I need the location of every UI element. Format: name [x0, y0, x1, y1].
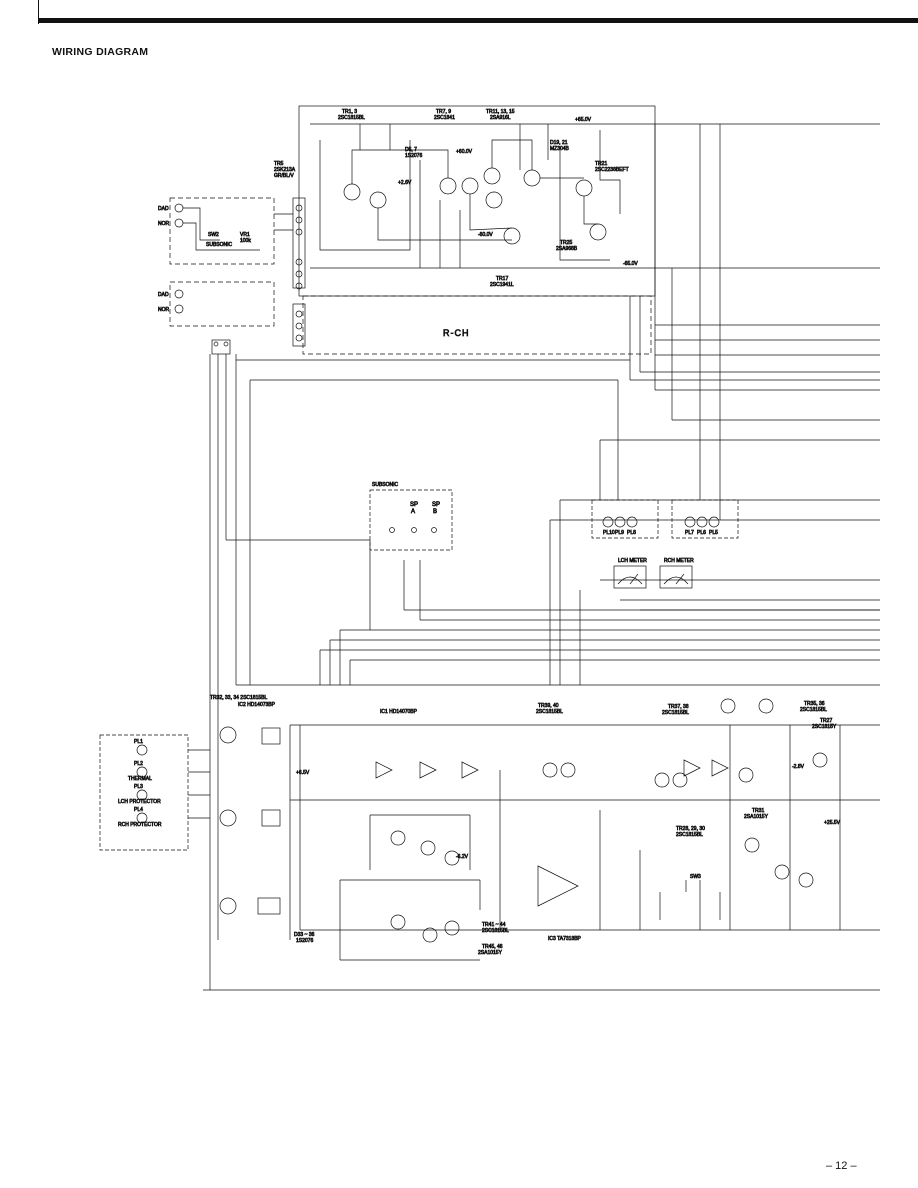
v-plus26: +2.6V	[398, 180, 412, 186]
pl1-label: PL1	[134, 739, 143, 745]
ic3-label: IC3 TA7318BP	[548, 936, 582, 942]
v-plus60: +60.0V	[456, 149, 473, 155]
input-block: DAD NOR DAD NOR SW2 SUBSONIC VR1 100k	[158, 197, 293, 355]
tr32-34-label: TR32, 33, 34 2SC1815BL	[210, 695, 267, 701]
thermal-label: THERMAL	[128, 776, 152, 782]
sw3-label: SW3	[690, 874, 701, 880]
tr7-9-label: TR7, 9	[436, 109, 451, 115]
tr5-part: 2SK213A	[274, 167, 296, 173]
tr37-38-label: TR37, 38	[668, 704, 689, 710]
sp-b-label-1: SP	[432, 502, 440, 508]
dad-label-1: DAD	[158, 206, 169, 212]
d5-7-label: D5, 7	[405, 147, 417, 153]
tr1-3-label: TR1, 3	[342, 109, 357, 115]
lch-protector-label: LCH PROTECTOR	[118, 799, 161, 805]
v-plus65-label: +6.5V	[296, 770, 310, 776]
pl2-label: PL2	[134, 761, 143, 767]
sp-out-6: PL5	[709, 530, 718, 536]
d33-36-part: 1S2076	[296, 938, 313, 944]
d33-36-label: D33 ~ 36	[294, 932, 315, 938]
rch-label: R-CH	[443, 328, 470, 338]
nor-label-1: NOR	[158, 221, 170, 227]
page-border-line	[38, 0, 39, 24]
tr45-46-part: 2SA1015Y	[478, 950, 503, 956]
speaker-switch-block: SUBSONIC SP A SP B	[369, 482, 453, 551]
tr11-15-label: TR11, 13, 15	[486, 109, 515, 115]
sp-a-label-1: SP	[410, 502, 418, 508]
tr35-36-label: TR35, 36	[804, 701, 825, 707]
v-plus255-label: +25.5V	[824, 820, 841, 826]
tr35-36-part: 2SC1815BL	[800, 707, 827, 713]
tr39-40-part: 2SC1815BL	[536, 709, 563, 715]
tr45-46-label: TR45, 46	[482, 944, 503, 950]
ic1-label: IC1 HD14070BP	[380, 709, 418, 715]
page-number: – 12 –	[826, 1160, 857, 1172]
v-minus60: -60.0V	[478, 232, 493, 238]
tr21-label: TR21	[595, 161, 607, 167]
tr17-part: 2SC1941L	[490, 282, 514, 288]
tr31-part: 2SA1015Y	[744, 814, 769, 820]
sp-b-label-2: B	[433, 509, 437, 515]
d5-7-part: 1S2076	[405, 153, 422, 159]
tr5-grade: GR/BL/V	[274, 173, 294, 179]
subsonic-switch-label: SUBSONIC	[206, 242, 233, 248]
level-meters: LCH METER RCH METER	[613, 558, 694, 589]
sp-a-label-2: A	[411, 509, 415, 515]
tr11-15-part: 2SA916L	[490, 115, 511, 121]
tr25-label: TR25	[560, 240, 572, 246]
sw2-label: SW2	[208, 232, 219, 238]
v-minus65: -65.0V	[623, 261, 638, 267]
sp-out-4: PL7	[685, 530, 694, 536]
v-minus28-label: -2.8V	[792, 764, 805, 770]
dad-label-2: DAD	[158, 292, 169, 298]
tr41-44-part: 2SC1815BL	[482, 928, 509, 934]
tr25-part: 2SA968B	[556, 246, 578, 252]
nor-label-2: NOR	[158, 307, 170, 313]
tr17-label: TR17	[496, 276, 508, 282]
d19-21-label: D19, 21	[550, 140, 568, 146]
page-title: WIRING DIAGRAM	[52, 46, 149, 58]
page-header-bar	[38, 18, 918, 23]
wire-harness	[203, 123, 880, 991]
tr21-part: 2SC2238BEFT	[595, 167, 629, 173]
protection-board	[99, 698, 880, 961]
v-plus65: +65.0V	[575, 117, 592, 123]
subsonic-label: SUBSONIC	[372, 482, 399, 488]
tr27-label: TR27	[820, 718, 832, 724]
sp-out-1: PL10	[603, 530, 615, 536]
protection-labels: TR32, 33, 34 2SC1815BL IC2 HD14073BP IC1…	[118, 695, 841, 957]
amplifier-board: R-CH TR1, 3 2SC1815BL T	[274, 105, 656, 355]
tr28-30-label: TR28, 29, 30	[676, 826, 705, 832]
tr1-3-part: 2SC1815BL	[338, 115, 365, 121]
pl3-label: PL3	[134, 784, 143, 790]
speaker-outputs: PL10 PL9 PL8 PL7 PL6 PL5	[591, 499, 739, 539]
tr28-30-part: 2SC1815BL	[676, 832, 703, 838]
v-minus62-label: -6.2V	[456, 854, 469, 860]
tr41-44-label: TR41 ~ 44	[482, 922, 506, 928]
tr5-label: TR5	[274, 161, 284, 167]
sp-out-2: PL9	[615, 530, 624, 536]
vr1-value: 100k	[240, 238, 251, 244]
tr27-part: 2SC1815Y	[812, 724, 837, 730]
lch-meter-label: LCH METER	[618, 558, 647, 564]
tr31-label: TR31	[752, 808, 764, 814]
sp-out-5: PL6	[697, 530, 706, 536]
d19-21-part: MZ304B	[550, 146, 570, 152]
rch-meter-label: RCH METER	[664, 558, 694, 564]
pl4-label: PL4	[134, 807, 143, 813]
ic2-label: IC2 HD14073BP	[238, 702, 276, 708]
tr7-9-part: 2SC1841	[434, 115, 455, 121]
tr37-38-part: 2SC1815BL	[662, 710, 689, 716]
vr1-label: VR1	[240, 232, 250, 238]
tr39-40-label: TR39, 40	[538, 703, 559, 709]
rch-protector-label: RCH PROTECTOR	[118, 822, 162, 828]
sp-out-3: PL8	[627, 530, 636, 536]
